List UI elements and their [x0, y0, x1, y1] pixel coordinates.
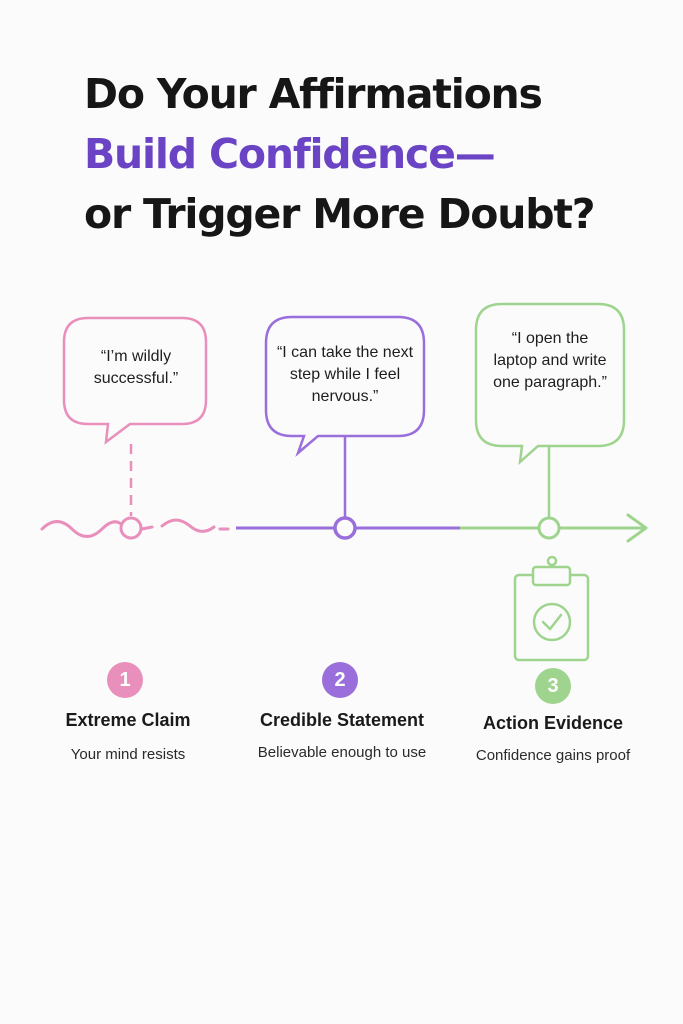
timeline-node-credible-statement: [333, 516, 357, 540]
step-2-badge: 2: [322, 662, 358, 698]
speech-bubble-credible-statement: [264, 315, 426, 457]
headline: Do Your Affirmations Build Confidence— o…: [84, 64, 664, 244]
headline-line-3: or Trigger More Doubt?: [84, 190, 596, 238]
speech-bubble-extreme-claim: [62, 316, 208, 445]
bubble-quote-action-evidence: “I open the laptop and write one paragra…: [493, 330, 607, 391]
step-1-badge: 1: [107, 662, 143, 698]
step-2-title: Credible Statement: [259, 710, 425, 730]
step-3-title: Action Evidence: [482, 713, 624, 733]
timeline-node-action-evidence: [537, 516, 561, 540]
bubble-quote-credible-statement: “I can take the next step while I feel n…: [276, 344, 414, 405]
speech-bubble-action-evidence: [474, 302, 626, 466]
timeline-wavy-segment: [40, 520, 123, 538]
bubble-quote-extreme-claim: “I’m wildly successful.”: [93, 348, 179, 387]
step-1-title: Extreme Claim: [65, 710, 191, 730]
step-3-badge: 3: [535, 668, 571, 704]
timeline-node-extreme-claim: [119, 516, 143, 540]
timeline-dashed-segment: [140, 518, 230, 533]
step-3-description: Confidence gains proof: [475, 747, 631, 764]
headline-line-2: Build Confidence—: [84, 130, 496, 178]
arrow-right-icon: [626, 513, 648, 543]
step-1-description: Your mind resists: [70, 746, 186, 763]
clipboard-check-icon: [513, 555, 590, 662]
headline-line-1: Do Your Affirmations: [84, 70, 543, 118]
step-2-description: Believable enough to use: [257, 744, 427, 761]
